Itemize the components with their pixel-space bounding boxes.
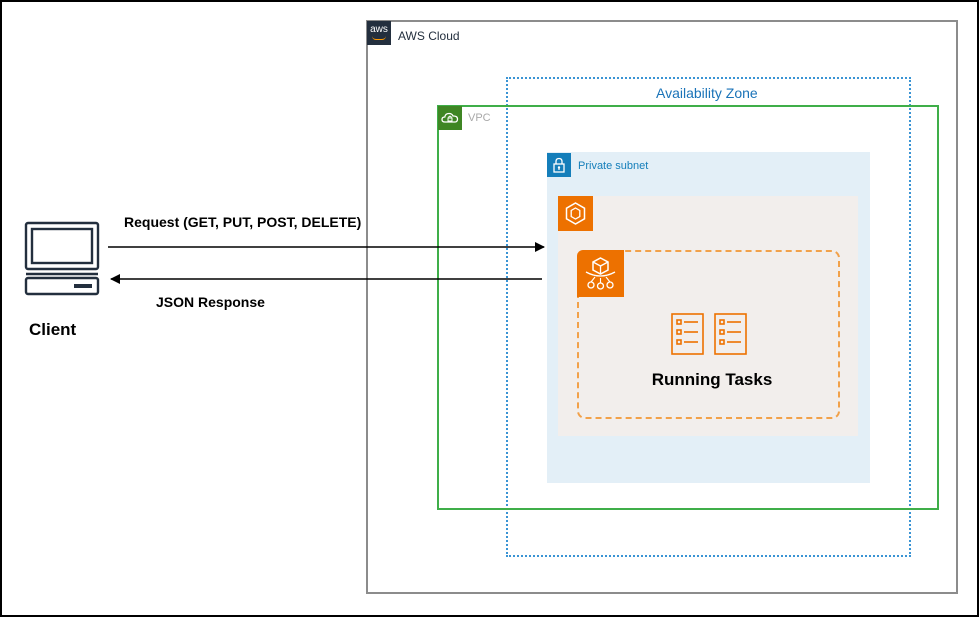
ecs-cluster-group <box>558 196 858 436</box>
running-tasks-label: Running Tasks <box>651 370 773 389</box>
aws-logo-icon: aws <box>367 21 391 45</box>
lock-icon <box>547 153 571 177</box>
vpc-label: VPC <box>468 112 491 124</box>
fargate-icon <box>577 250 624 297</box>
availability-zone-group <box>506 77 911 557</box>
fargate-service-group <box>577 250 840 419</box>
aws-logo-smile <box>372 36 386 40</box>
ecs-icon <box>558 196 593 231</box>
task-list-icon <box>668 311 750 357</box>
vpc-cloud-icon <box>438 106 462 130</box>
vpc-group <box>437 105 939 510</box>
aws-cloud-group <box>366 20 958 594</box>
response-label: JSON Response <box>156 294 265 310</box>
private-subnet-label: Private subnet <box>578 160 649 172</box>
aws-cloud-label: AWS Cloud <box>398 29 460 43</box>
request-label: Request (GET, PUT, POST, DELETE) <box>124 214 362 230</box>
client-label: Client <box>29 320 77 339</box>
aws-logo-text: aws <box>370 24 388 35</box>
availability-zone-label: Availability Zone <box>656 85 758 101</box>
computer-icon <box>22 220 102 298</box>
